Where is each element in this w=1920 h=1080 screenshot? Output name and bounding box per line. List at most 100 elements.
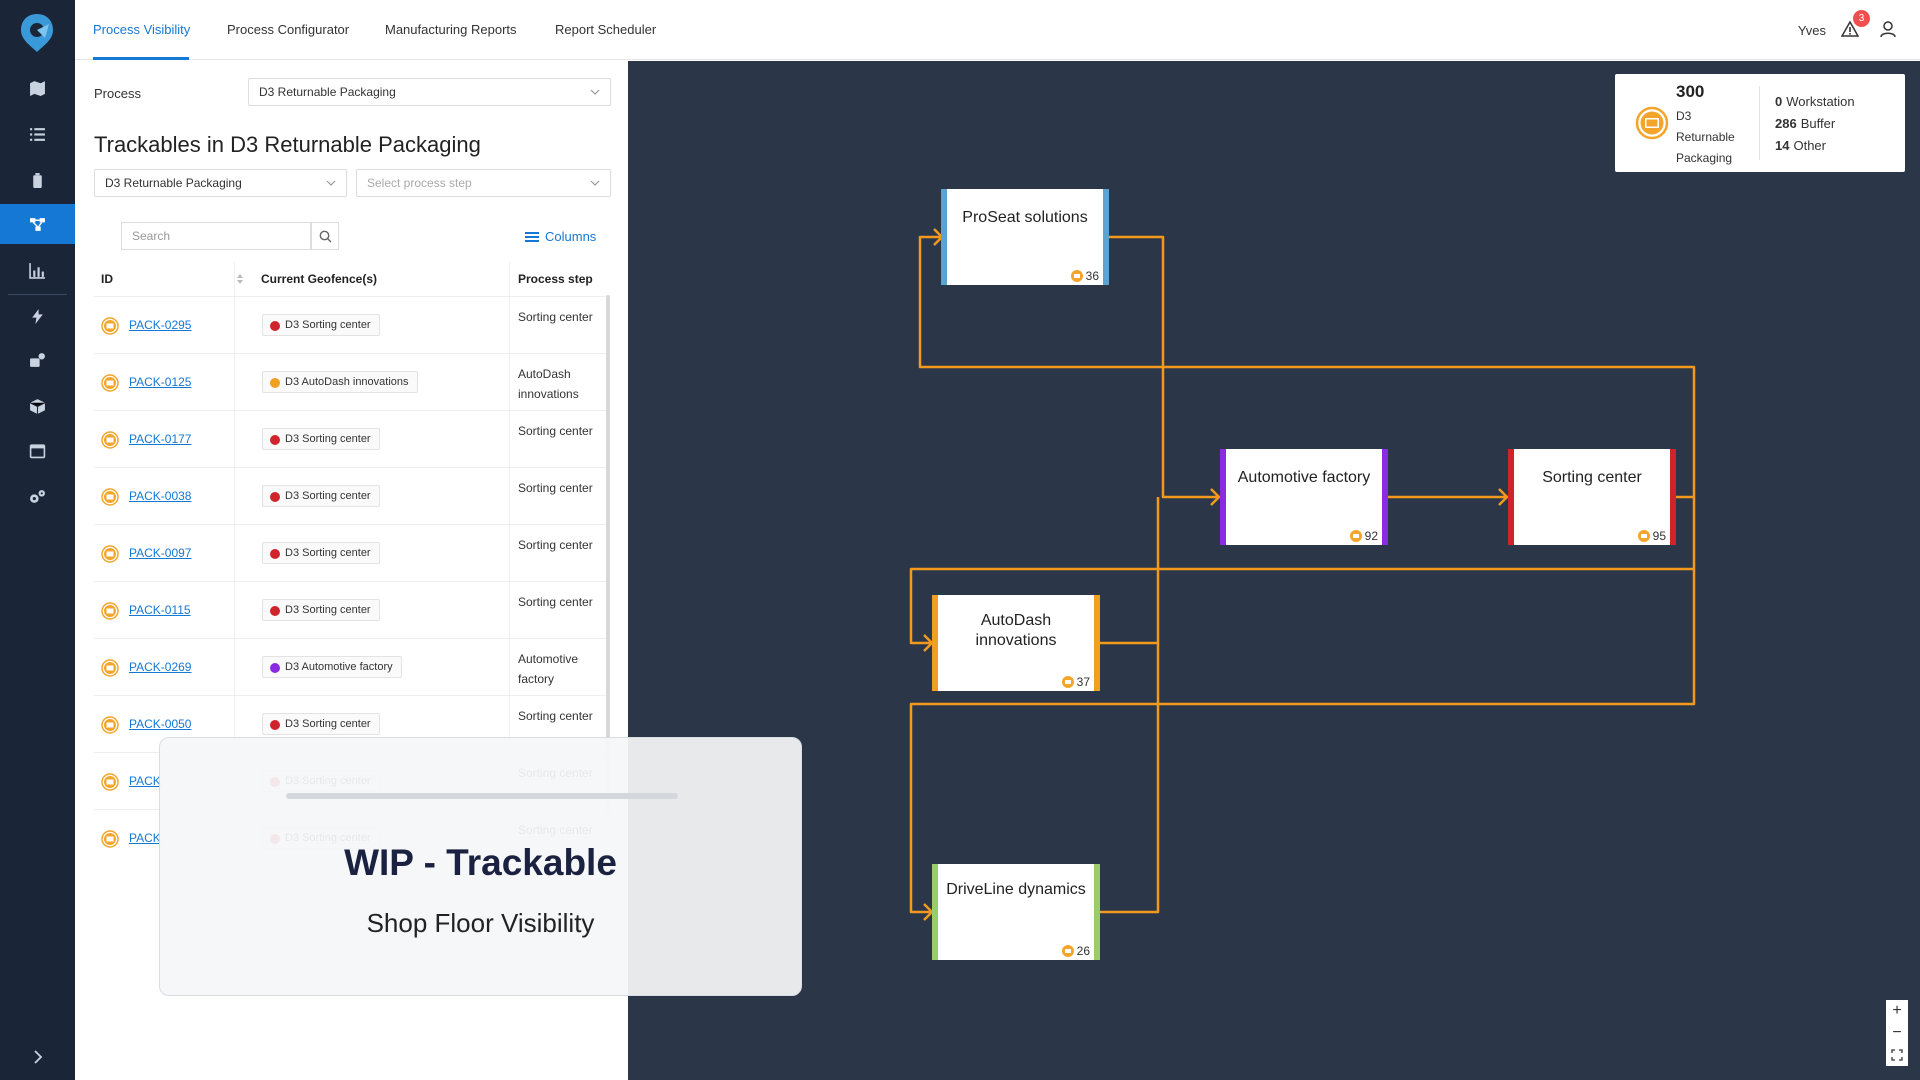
process-select-value: D3 Returnable Packaging	[259, 85, 396, 99]
trackable-id-link[interactable]: PACK-0115	[129, 603, 191, 617]
geofence-label: D3 Sorting center	[285, 319, 371, 331]
logo-icon[interactable]	[19, 12, 55, 54]
header-geofence[interactable]: Current Geofence(s)	[261, 262, 377, 296]
trackable-id-link[interactable]: PACK-0038	[129, 489, 192, 503]
chevron-right-icon	[33, 1050, 42, 1064]
column-divider	[234, 262, 235, 862]
process-step-cell: Sorting center	[518, 424, 593, 438]
tab-report-scheduler[interactable]: Report Scheduler	[555, 22, 657, 37]
header-step-label: Process step	[518, 272, 593, 286]
search-button[interactable]	[311, 222, 339, 250]
list-icon	[30, 127, 45, 141]
table-row[interactable]: PACK-0177 D3 Sorting center Sorting center	[94, 410, 610, 467]
header-process-step[interactable]: Process step	[518, 262, 593, 296]
node-proseat-solutions[interactable]: ProSeat solutions 36	[941, 189, 1109, 285]
process-step-cell: Sorting center	[518, 538, 593, 552]
sidebar-item-settings[interactable]	[0, 476, 75, 516]
trackable-id-link[interactable]: PACK-0125	[129, 375, 192, 389]
trackable-id-link[interactable]: PACK-0269	[129, 660, 192, 674]
node-count-value: 37	[1076, 675, 1090, 689]
table-scrollbar[interactable]	[606, 295, 610, 815]
zoom-out-button[interactable]: −	[1886, 1022, 1908, 1044]
tab-manufacturing-reports[interactable]: Manufacturing Reports	[385, 22, 517, 37]
trackable-id-link[interactable]: PACK-0295	[129, 318, 192, 332]
active-tab-indicator	[93, 57, 189, 60]
stat-value: 14	[1775, 138, 1790, 153]
node-name: Automotive factory	[1237, 469, 1371, 486]
fit-view-button[interactable]	[1886, 1044, 1908, 1066]
edge-sorting-loop-to-proseat	[918, 235, 1696, 499]
package-icon	[1061, 676, 1074, 688]
trackable-id-link[interactable]: PACK-0097	[129, 546, 192, 560]
package-icon	[101, 716, 119, 734]
geofence-label: D3 Sorting center	[285, 604, 371, 616]
tab-process-configurator[interactable]: Process Configurator	[227, 22, 350, 37]
geofence-status-dot	[270, 549, 280, 559]
sidebar-item-battery[interactable]	[0, 160, 75, 200]
process-label: Process	[94, 86, 141, 101]
overlay-title: WIP - Trackable	[344, 842, 617, 883]
user-icon[interactable]	[1879, 20, 1897, 38]
geofence-tag: D3 Sorting center	[262, 599, 380, 621]
chevron-down-icon	[590, 89, 600, 95]
process-step-select[interactable]: Select process step	[356, 169, 611, 197]
trackable-id-link[interactable]: PACK	[129, 774, 161, 788]
node-automotive-factory[interactable]: Automotive factory 92	[1220, 449, 1388, 545]
sidebar-item-calendar[interactable]	[0, 430, 75, 470]
geofence-status-dot	[270, 663, 280, 673]
header-geofence-label: Current Geofence(s)	[261, 272, 378, 286]
alert-icon[interactable]	[1841, 20, 1859, 38]
geofence-label: D3 Sorting center	[285, 718, 371, 730]
sidebar	[0, 0, 75, 1080]
trackable-id-link[interactable]: PACK-0177	[129, 432, 192, 446]
sidebar-item-map[interactable]	[0, 68, 75, 108]
process-filter-select[interactable]: D3 Returnable Packaging	[94, 169, 347, 197]
sort-icon[interactable]	[236, 273, 244, 285]
process-select[interactable]: D3 Returnable Packaging	[248, 78, 611, 106]
sidebar-item-process-visibility[interactable]	[0, 204, 75, 244]
zoom-in-button[interactable]: +	[1886, 1000, 1908, 1022]
stat-value: 0	[1775, 94, 1783, 109]
sidebar-item-list[interactable]	[0, 114, 75, 154]
loading-bar	[286, 793, 678, 799]
package-icon	[101, 317, 119, 335]
sidebar-item-reports[interactable]	[0, 250, 75, 290]
node-autodash-innovations[interactable]: AutoDash innovations 37	[932, 595, 1100, 691]
sidebar-item-assets[interactable]	[0, 386, 75, 426]
summary-total: 300	[1676, 82, 1705, 101]
sidebar-item-events[interactable]	[0, 296, 75, 336]
columns-button[interactable]: Columns	[525, 229, 596, 244]
process-step-cell: Sorting center	[518, 709, 593, 723]
process-step-cell: Sorting center	[518, 310, 593, 324]
user-name[interactable]: Yves	[1797, 23, 1826, 38]
table-row[interactable]: PACK-0295 D3 Sorting center Sorting center	[94, 296, 610, 353]
header-id[interactable]: ID	[101, 262, 113, 296]
process-map[interactable]: ProSeat solutions 36 Automotive factory …	[628, 61, 1920, 1080]
geofence-status-dot	[270, 720, 280, 730]
edge-driveline-to-automotive	[1093, 643, 1160, 914]
package-icon	[101, 488, 119, 506]
overlay-subtitle: Shop Floor Visibility	[366, 908, 595, 938]
trackable-id-link[interactable]: PACK-0050	[129, 717, 192, 731]
node-sorting-center[interactable]: Sorting center 95	[1508, 449, 1676, 545]
geofence-label: D3 Automotive factory	[285, 661, 393, 673]
geofence-label: D3 AutoDash innovations	[285, 376, 409, 388]
table-row[interactable]: PACK-0050 D3 Sorting center Sorting center	[94, 695, 610, 752]
search-input[interactable]: Search	[121, 222, 311, 250]
geofence-label: D3 Sorting center	[285, 490, 371, 502]
geofence-label: D3 Sorting center	[285, 433, 371, 445]
columns-icon	[525, 231, 539, 242]
sidebar-expand-button[interactable]	[0, 1034, 75, 1080]
tab-process-visibility[interactable]: Process Visibility	[93, 22, 191, 37]
process-step-placeholder: Select process step	[367, 176, 472, 190]
trackable-id-link[interactable]: PACK	[129, 831, 161, 845]
sidebar-item-analytics[interactable]	[0, 340, 75, 380]
package-icon	[1349, 530, 1362, 542]
node-driveline-dynamics[interactable]: DriveLine dynamics 26	[932, 864, 1100, 960]
